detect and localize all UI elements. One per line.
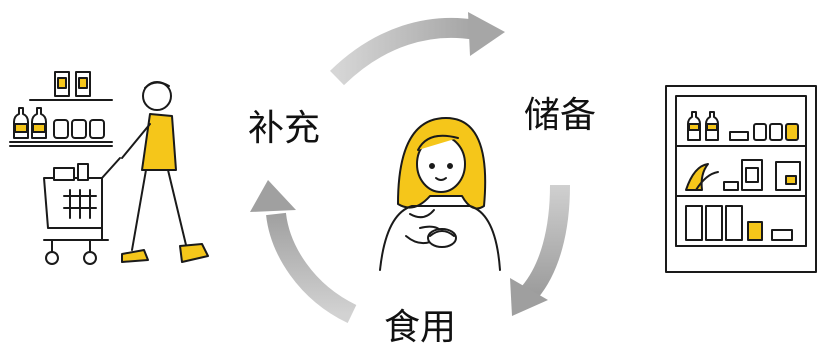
step-label-replenish: 补充: [248, 108, 321, 149]
shopping-cart-person-illustration: [9, 71, 209, 265]
stocked-pantry-shelf-illustration: [665, 85, 817, 273]
step-label-store: 储备: [524, 95, 597, 136]
arrow-eat-to-replenish: [250, 180, 357, 324]
woman-eating-illustration: [379, 117, 501, 271]
step-label-eat: 食用: [384, 307, 457, 348]
arrow-store-to-eat: [510, 184, 570, 316]
arrow-replenish-to-store: [330, 12, 505, 86]
